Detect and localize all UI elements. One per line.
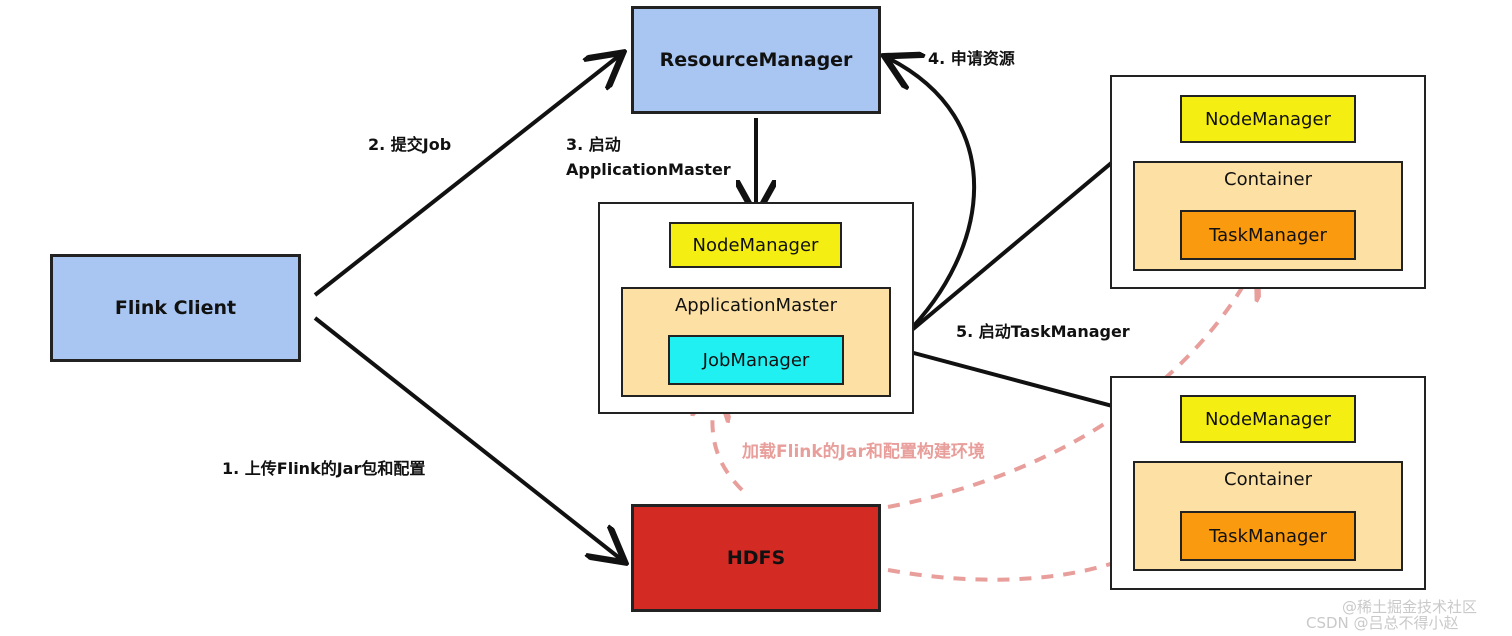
worker2-container-label: Container <box>1224 469 1312 490</box>
resource-manager-box: ResourceManager <box>631 6 881 114</box>
step3-label-line1: 3. 启动 <box>566 135 621 154</box>
resource-manager-label: ResourceManager <box>659 49 853 71</box>
load-environment-label: 加载Flink的Jar和配置构建环境 <box>742 442 985 462</box>
step4-label: 4. 申请资源 <box>928 49 1015 68</box>
application-master-label: ApplicationMaster <box>674 295 838 316</box>
watermark-line1: @稀土掘金技术社区 <box>1342 598 1478 616</box>
worker2-task-manager-box: TaskManager <box>1180 511 1356 561</box>
hdfs-box: HDFS <box>631 504 881 612</box>
app-node-manager-box: NodeManager <box>669 222 842 268</box>
worker2-node-manager-label: NodeManager <box>1205 408 1331 430</box>
flink-client-box: Flink Client <box>50 254 301 362</box>
step3-label-line2: ApplicationMaster <box>566 160 731 179</box>
worker1-task-manager-box: TaskManager <box>1180 210 1356 260</box>
arrow-request-resources <box>888 58 977 337</box>
worker1-node-manager-label: NodeManager <box>1205 108 1331 130</box>
worker1-task-manager-label: TaskManager <box>1209 224 1327 246</box>
flink-client-label: Flink Client <box>114 297 237 319</box>
job-manager-label: JobManager <box>702 349 810 371</box>
arrow-submit-job <box>313 55 620 297</box>
worker1-node-manager-box: NodeManager <box>1180 95 1356 143</box>
worker2-task-manager-label: TaskManager <box>1209 525 1327 547</box>
arrow-upload-jar <box>313 316 622 560</box>
watermark-line2: CSDN @吕总不得小赵 <box>1306 614 1459 632</box>
job-manager-box: JobManager <box>668 335 844 385</box>
app-node-manager-label: NodeManager <box>692 234 819 256</box>
step2-label: 2. 提交Job <box>368 135 452 154</box>
worker2-node-manager-box: NodeManager <box>1180 395 1356 443</box>
worker1-container-label: Container <box>1224 169 1312 190</box>
hdfs-label: HDFS <box>726 547 786 569</box>
step1-label: 1. 上传Flink的Jar包和配置 <box>222 459 426 478</box>
step5-label: 5. 启动TaskManager <box>956 322 1130 341</box>
dashed-arrow-to-taskmanager-upper <box>887 265 1255 509</box>
